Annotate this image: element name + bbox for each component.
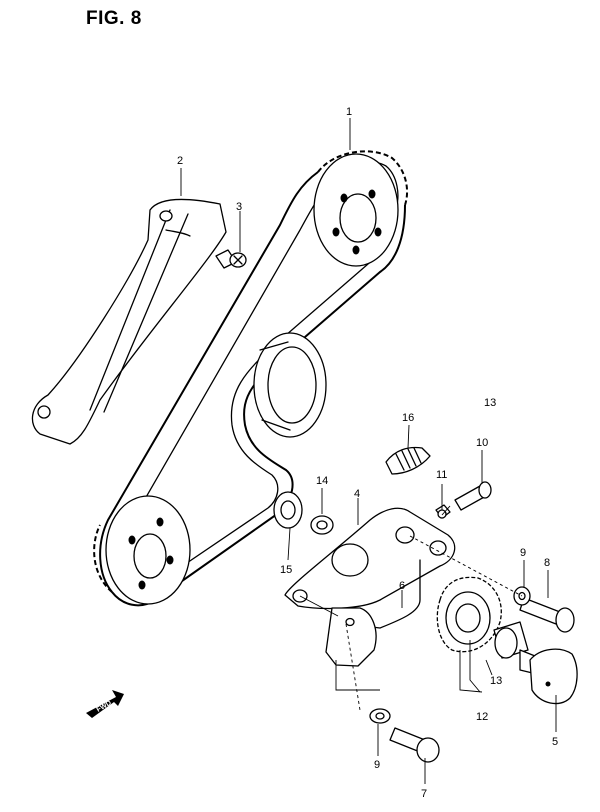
callouts: 1 2 3 4 5 6 7 8 9 9 10 11 12 13 13 14 15… bbox=[177, 106, 558, 800]
explode-lines bbox=[299, 505, 523, 711]
fwd-arrow-icon: FWD bbox=[86, 690, 124, 718]
upper-cam-sprocket bbox=[313, 153, 399, 267]
callout-9-lower: 9 bbox=[374, 759, 380, 771]
tensioner-cap-5 bbox=[529, 648, 578, 705]
tensioner-spring-6 bbox=[325, 559, 421, 667]
figure-title: FIG. 8 bbox=[86, 8, 142, 29]
washer-14 bbox=[310, 515, 334, 535]
crank-sprocket bbox=[105, 495, 191, 605]
tensioner-body-4 bbox=[284, 507, 456, 610]
chain-guide-ring bbox=[253, 332, 327, 438]
callout-3: 3 bbox=[236, 201, 242, 213]
callout-2: 2 bbox=[177, 155, 183, 167]
chain-guide bbox=[31, 198, 227, 445]
bolt-8 bbox=[519, 597, 575, 633]
callout-16: 16 bbox=[402, 412, 414, 424]
callout-13-bottom: 13 bbox=[490, 675, 502, 687]
callout-7: 7 bbox=[421, 788, 427, 800]
callout-11: 11 bbox=[436, 469, 447, 481]
washer-9-lower bbox=[369, 708, 391, 724]
callout-4: 4 bbox=[354, 488, 360, 500]
callout-5: 5 bbox=[552, 736, 558, 748]
adjuster-gear-13 bbox=[436, 576, 502, 653]
leader-lines bbox=[180, 118, 557, 784]
callout-10: 10 bbox=[476, 437, 488, 449]
callout-13-top: 13 bbox=[484, 397, 496, 409]
callout-6: 6 bbox=[399, 580, 405, 592]
spring-16 bbox=[385, 446, 431, 475]
callout-9-upper: 9 bbox=[520, 547, 526, 559]
screw-3 bbox=[215, 249, 247, 269]
callout-1: 1 bbox=[346, 106, 352, 118]
callout-8: 8 bbox=[544, 557, 550, 569]
cushion-15 bbox=[273, 491, 303, 529]
nut-11 bbox=[435, 504, 451, 519]
callout-15: 15 bbox=[280, 564, 292, 576]
bolt-7 bbox=[389, 727, 440, 763]
fwd-label: FWD bbox=[96, 700, 113, 714]
callout-14: 14 bbox=[316, 475, 328, 487]
callout-12: 12 bbox=[476, 711, 488, 723]
bolt-10 bbox=[454, 481, 492, 511]
